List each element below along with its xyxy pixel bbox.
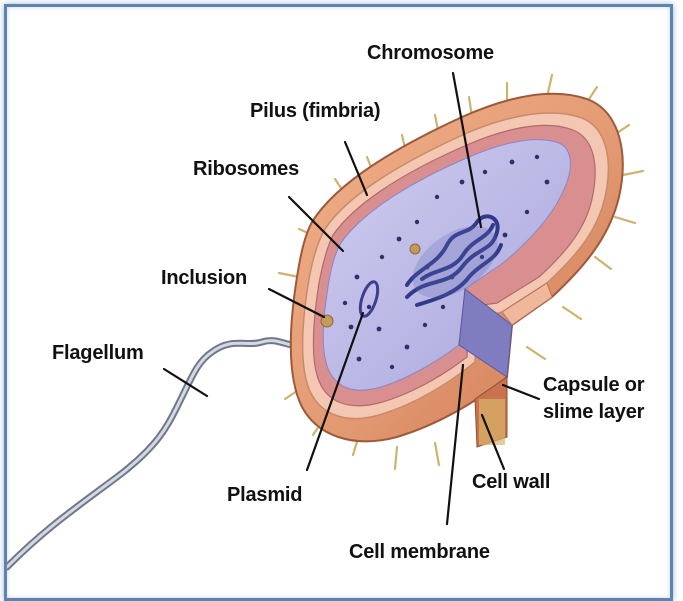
bacterial-cell-diagram: Chromosome Pilus (fimbria) Ribosomes Inc… [7,7,673,601]
flagellum [7,339,312,567]
inclusion-granule-2 [410,244,420,254]
capsule-leader [503,385,539,399]
cell-wall-label: Cell wall [472,471,550,493]
ribosomes-label: Ribosomes [193,158,299,180]
flagellum-label: Flagellum [52,342,144,364]
pilus-label: Pilus (fimbria) [250,100,380,122]
plasmid-label: Plasmid [227,484,302,506]
inclusion-label: Inclusion [161,267,247,289]
chromosome-label: Chromosome [367,42,494,64]
diagram-frame: Chromosome Pilus (fimbria) Ribosomes Inc… [4,4,673,601]
capsule-label-line1: Capsule or [543,374,645,396]
cell-membrane-label: Cell membrane [349,541,490,563]
capsule-label-line2: slime layer [543,401,645,423]
